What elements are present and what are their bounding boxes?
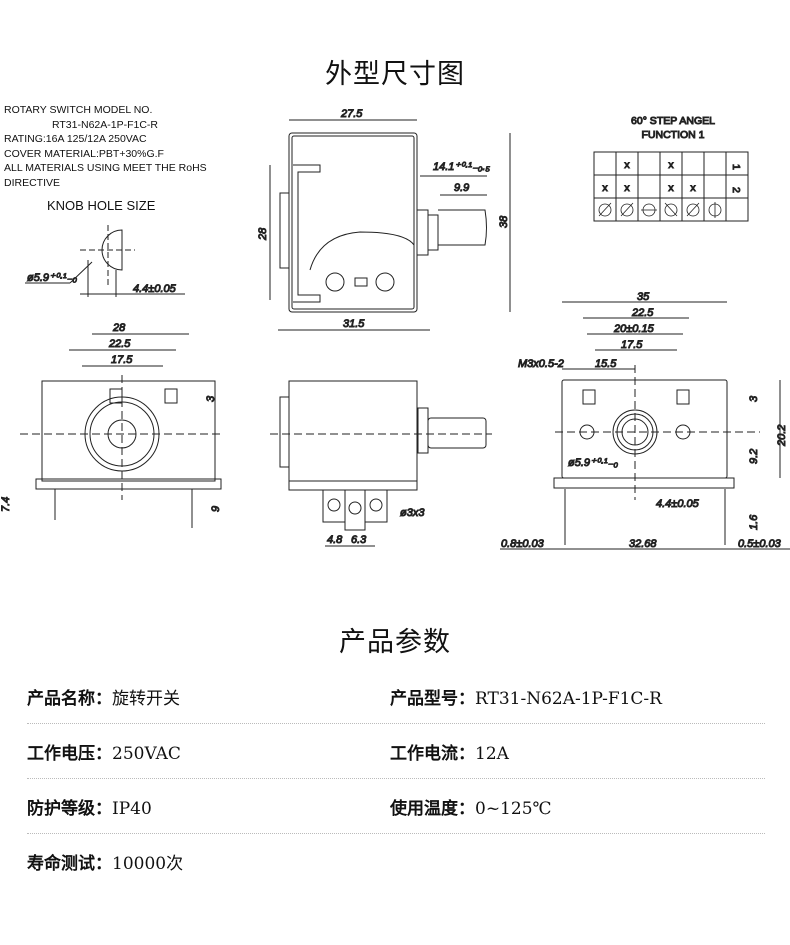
dim-front-9: 9 [210,506,222,512]
cell-r2-c4: x [668,182,674,194]
divider [27,723,765,724]
spec-model: RT31-N62A-1P-F1C-R [52,118,158,131]
param-temperature: 使用温度：0~125℃ [390,794,552,819]
param-value: RT31-N62A-1P-F1C-R [475,689,662,709]
dim-rear-0-8: 0.8±0.03 [501,538,545,550]
dim-rear-9-2: 9.2 [748,449,760,464]
cell-r1-c4: x [668,159,674,171]
knob-flat-label: 4.4±0.05 [133,283,177,295]
knob-hole-title: KNOB HOLE SIZE [47,198,156,213]
dim-side-hole: ø3x3 [400,507,425,519]
spec-rohs-2: DIRECTIVE [4,176,61,189]
dim-rear-0-5: 0.5±0.03 [738,538,782,550]
param-name: 产品名称：旋转开关 [27,684,180,709]
param-value: 250VAC [112,744,181,764]
dim-front-3: 3 [205,395,217,402]
param-protection: 防护等级：IP40 [27,794,152,819]
dim-38: 38 [498,215,510,228]
dim-rear-20-2: 20.2 [776,425,788,447]
dim-rear-17-5: 17.5 [621,339,643,351]
divider [27,778,765,779]
dimension-drawings: ø5.9⁺⁰·¹₋₀ 4.4±0.05 27.5 28 31.5 38 14.1… [0,108,790,551]
cell-r1-num: 1 [730,164,742,170]
dim-rear-15-5: 15.5 [595,358,617,370]
param-value: 0~125℃ [475,799,552,819]
dim-front-28: 28 [112,322,126,334]
dim-front-7-4: 7.4 [0,497,12,512]
dim-31-5: 31.5 [343,318,365,330]
dim-9-9: 9.9 [454,182,469,194]
dim-side-6-3: 6.3 [351,534,367,546]
param-value: IP40 [112,799,152,819]
dim-rear-35: 35 [637,291,650,303]
dim-rear-1-6: 1.6 [748,514,760,530]
param-label: 寿命测试： [27,854,112,874]
spec-rating: RATING:16A 125/12A 250VAC [4,133,147,145]
spec-material: COVER MATERIAL:PBT+30%G.F [4,147,164,160]
spec-text: ROTARY SWITCH MODEL NO. RT31-N62A-1P-F1C… [4,103,207,190]
dim-14-1: 14.1⁺⁰·¹₋₀.₅ [433,161,490,173]
side-view-drawing: 4.8 6.3 ø3x3 [270,380,492,547]
dim-side-4-8: 4.8 [327,534,343,546]
dim-rear-22-5: 22.5 [631,307,654,319]
dim-rear-thread: M3x0.5-2 [518,358,564,370]
cell-r2-num: 2 [730,187,742,193]
dim-27-5: 27.5 [340,108,363,120]
knob-hole-drawing: ø5.9⁺⁰·¹₋₀ 4.4±0.05 [25,225,185,297]
top-view-drawing: 27.5 28 31.5 38 14.1⁺⁰·¹₋₀.₅ 9.9 [257,108,511,331]
function-table: 60° STEP ANGEL FUNCTION 1 x x 1 x x x x … [593,115,749,222]
param-label: 工作电压： [27,744,112,764]
dim-rear-dia: ø5.9⁺⁰·¹₋₀ [568,457,618,469]
param-label: 使用温度： [390,799,475,819]
spec-rohs: ALL MATERIALS USING MEET THE RoHS [4,162,207,174]
cell-r2-c1: x [602,182,608,194]
divider [27,833,765,834]
dim-front-17-5: 17.5 [111,354,133,366]
function-title-1: 60° STEP ANGEL [631,115,715,127]
param-label: 工作电流： [390,744,475,764]
knob-dia-label: ø5.9⁺⁰·¹₋₀ [27,272,77,284]
dim-rear-3: 3 [748,395,760,402]
params-title: 产品参数 [339,627,451,658]
param-value: 12A [475,744,509,764]
param-life: 寿命测试：10000次 [27,849,183,874]
spec-line: ROTARY SWITCH MODEL NO. [4,104,153,116]
param-current: 工作电流：12A [390,739,509,764]
param-model: 产品型号：RT31-N62A-1P-F1C-R [390,684,662,709]
dim-front-22-5: 22.5 [108,338,131,350]
rear-view-drawing: 35 22.5 20±0.15 17.5 15.5 M3x0.5-2 3 20.… [500,291,790,551]
position-symbols [598,202,722,218]
param-voltage: 工作电压：250VAC [27,739,181,764]
param-value: 旋转开关 [112,689,180,709]
dim-rear-4-4: 4.4±0.05 [656,498,700,510]
param-label: 产品型号： [390,689,475,709]
function-title-2: FUNCTION 1 [642,129,705,141]
cell-r2-c2: x [624,182,630,194]
outline-title: 外型尺寸图 [325,59,465,90]
dim-rear-32-68: 32.68 [629,538,657,550]
param-value: 10000次 [112,854,184,874]
cell-r1-c2: x [624,159,630,171]
param-label: 产品名称： [27,689,112,709]
dim-rear-20: 20±0.15 [613,323,655,335]
dim-28: 28 [257,227,269,241]
front-view-drawing: 28 22.5 17.5 3 7.4 9 [0,322,223,528]
cell-r2-c5: x [690,182,696,194]
param-label: 防护等级： [27,799,112,819]
